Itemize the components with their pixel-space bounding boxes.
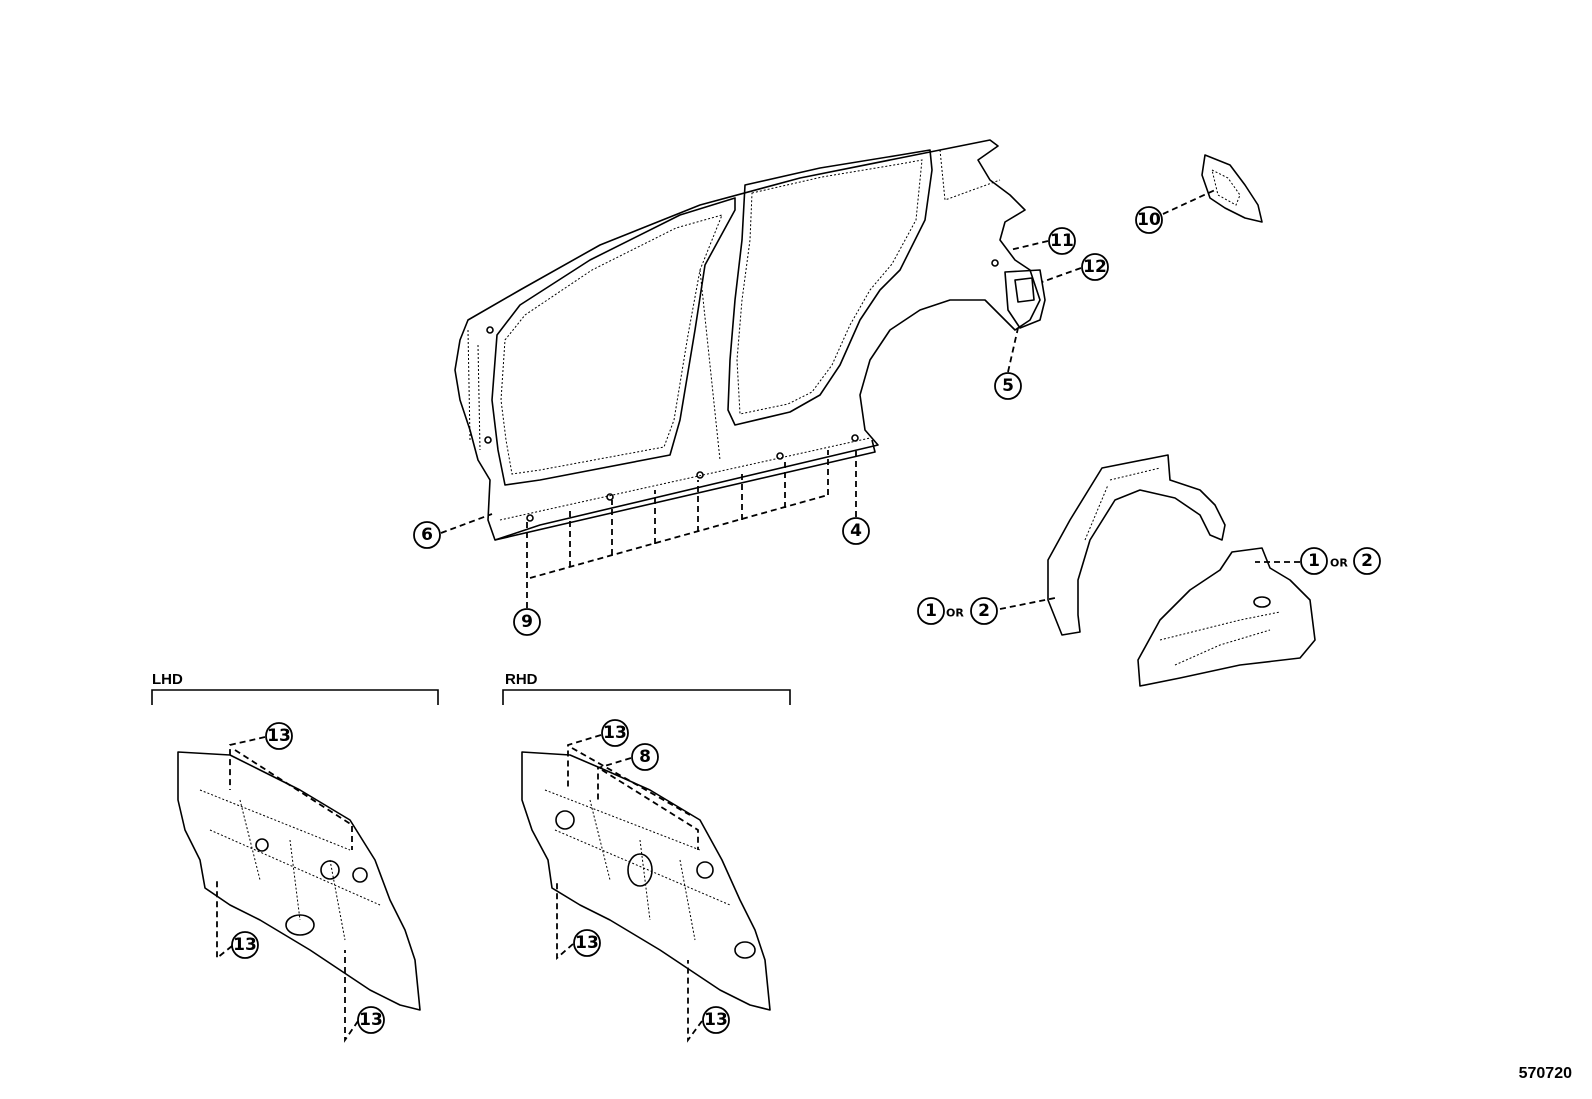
callout-13-lhd-mid: 13 [231, 931, 259, 959]
svg-text:2: 2 [1361, 551, 1373, 571]
lhd-label: LHD [152, 671, 183, 688]
callout-1-or-2-right: 1 OR 2 [1300, 547, 1381, 575]
svg-text:13: 13 [267, 726, 291, 746]
callout-8-rhd: 8 [631, 743, 659, 771]
lhd-dash-insulator [177, 751, 421, 1011]
svg-text:12: 12 [1083, 257, 1107, 277]
wheel-house-inner [1137, 547, 1316, 687]
svg-text:13: 13 [359, 1010, 383, 1030]
svg-text:10: 10 [1137, 210, 1161, 230]
lhd-group-bracket [151, 689, 439, 705]
svg-text:1: 1 [1308, 551, 1320, 571]
reinforcement-panel [1004, 269, 1046, 329]
callout-13-rhd-top: 13 [601, 719, 629, 747]
callout-6: 6 [413, 521, 441, 549]
side-body-panel [454, 139, 1041, 541]
leader-lines [216, 189, 1300, 1043]
callout-4: 4 [842, 517, 870, 545]
wheel-house-outer [1047, 454, 1226, 636]
svg-text:OR: OR [1330, 557, 1348, 570]
svg-text:8: 8 [639, 747, 651, 767]
callout-10: 10 [1135, 206, 1163, 234]
callout-13-lhd-bottom: 13 [357, 1006, 385, 1034]
svg-text:1: 1 [925, 601, 937, 621]
callout-11: 11 [1048, 227, 1076, 255]
svg-text:13: 13 [704, 1010, 728, 1030]
svg-text:6: 6 [421, 525, 433, 545]
callout-13-rhd-mid: 13 [573, 929, 601, 957]
svg-text:5: 5 [1002, 376, 1014, 396]
callout-1-or-2-left: 1 OR 2 [917, 597, 998, 625]
svg-text:13: 13 [575, 933, 599, 953]
svg-text:13: 13 [603, 723, 627, 743]
rhd-group-bracket [502, 689, 791, 705]
rhd-dash-insulator [521, 751, 771, 1011]
callout-5: 5 [994, 372, 1022, 400]
rhd-label: RHD [505, 671, 538, 688]
small-bracket [1201, 154, 1263, 223]
callout-9: 9 [513, 608, 541, 636]
svg-text:2: 2 [978, 601, 990, 621]
callout-12: 12 [1081, 253, 1109, 281]
svg-text:13: 13 [233, 935, 257, 955]
diagram-reference-code: 570720 [1518, 1065, 1572, 1082]
svg-text:4: 4 [850, 521, 862, 541]
svg-text:11: 11 [1050, 231, 1074, 251]
svg-text:OR: OR [946, 607, 964, 620]
callout-13-rhd-bottom: 13 [702, 1006, 730, 1034]
callout-13-lhd-top: 13 [265, 722, 293, 750]
svg-text:9: 9 [521, 612, 533, 632]
